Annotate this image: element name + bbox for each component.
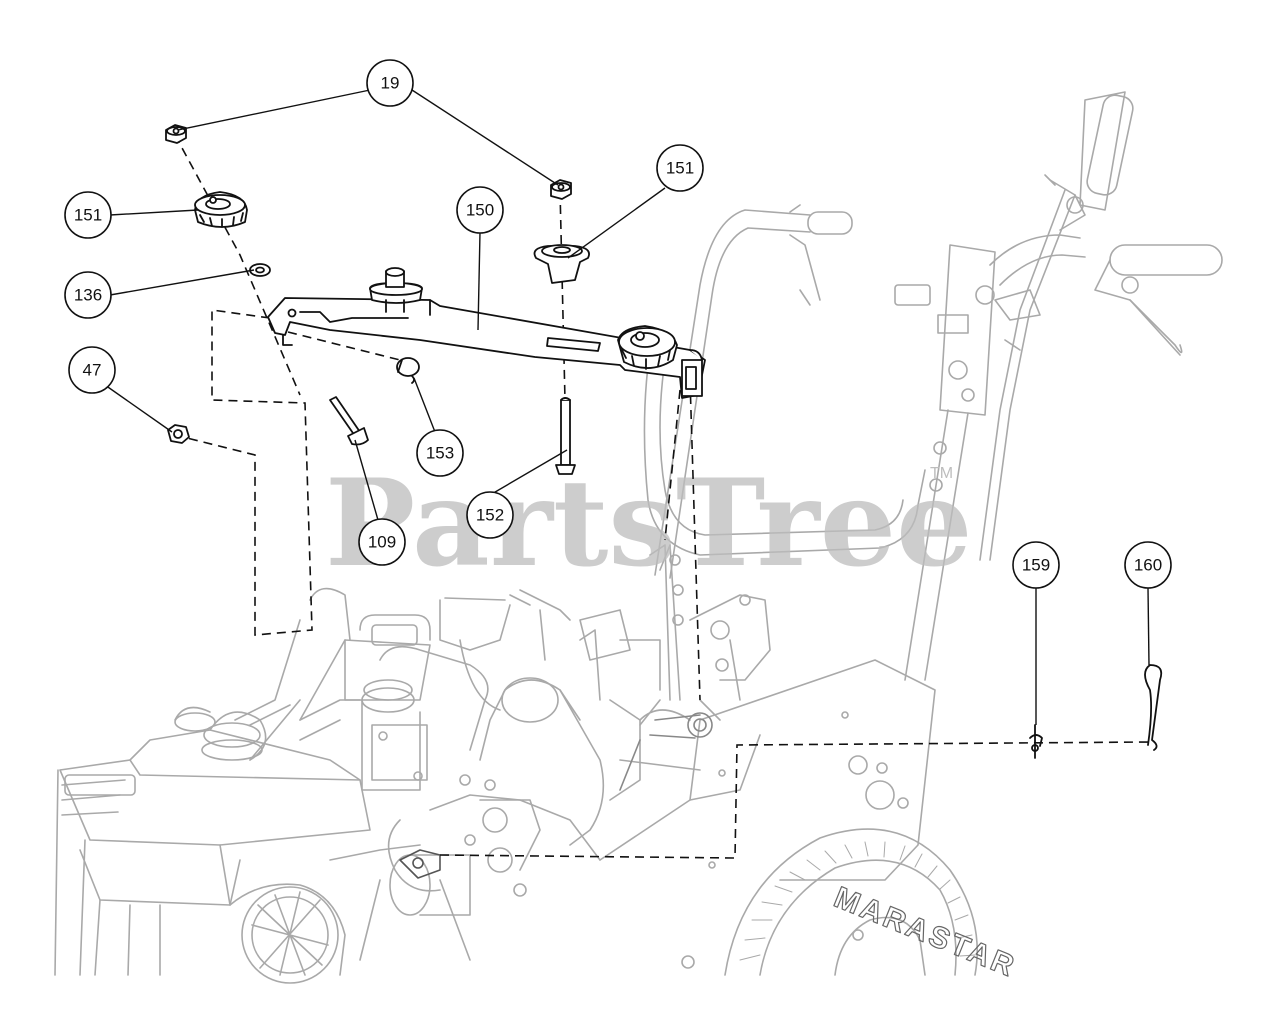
tab-with-bolt (399, 849, 441, 879)
callout-circle (68, 346, 116, 394)
callout-circle (64, 271, 112, 319)
side-plate (599, 659, 936, 881)
callout-circle (1012, 541, 1060, 589)
nut-47 (167, 424, 190, 444)
assembly-line-pin (287, 331, 401, 361)
callout-circle (466, 491, 514, 539)
assembly-line-right-nut (559, 189, 566, 401)
callouts: 19 151 151 150 136 47 153 152 109 159 160 (64, 59, 1172, 589)
callout-159: 159 (1012, 541, 1060, 589)
callout-label: 160 (1134, 556, 1162, 575)
nut-left (165, 124, 187, 144)
knob-left (194, 191, 248, 228)
callout-circle (416, 429, 464, 477)
control-panel-plate (894, 244, 996, 492)
handlebar-frame (643, 204, 926, 579)
callout-label: 159 (1022, 556, 1050, 575)
callout-circle (456, 186, 504, 234)
frame-tube (904, 289, 1041, 681)
callout-109: 109 (358, 518, 406, 566)
clip-159 (1029, 724, 1043, 759)
callout-label: 150 (466, 201, 494, 220)
callout-circle (366, 59, 414, 107)
bracket-150 (267, 267, 706, 399)
callout-label: 151 (666, 159, 694, 178)
callout-label: 109 (368, 533, 396, 552)
assembly-line-lower (439, 741, 1151, 859)
callout-19: 19 (366, 59, 414, 107)
callout-label: 47 (83, 361, 102, 380)
callout-151: 151 (64, 191, 112, 239)
engine (54, 706, 371, 984)
watermark-text: PartsTree (325, 453, 972, 594)
callout-47: 47 (68, 346, 116, 394)
clip-160 (1144, 664, 1163, 751)
callout-160: 160 (1124, 541, 1172, 589)
callout-136: 136 (64, 271, 112, 319)
transmission (234, 544, 771, 961)
callout-circle (64, 191, 112, 239)
callout-label: 19 (381, 74, 400, 93)
callout-151: 151 (656, 144, 704, 192)
watermark-tm: TM (930, 465, 953, 482)
bolt-152 (555, 397, 576, 475)
callout-label: 153 (426, 444, 454, 463)
pin-153 (396, 357, 420, 384)
watermark: PartsTree TM (325, 453, 972, 594)
upper-handlebar (979, 91, 1223, 561)
callout-label: 152 (476, 506, 504, 525)
assembly-line-handle-2 (664, 389, 681, 541)
callout-150: 150 (456, 186, 504, 234)
callout-152: 152 (466, 491, 514, 539)
callout-circle (358, 518, 406, 566)
assembly-line-handle (689, 379, 701, 701)
callout-label: 136 (74, 286, 102, 305)
tire-brand-text: MARASTAR (829, 881, 1021, 984)
callout-circle (656, 144, 704, 192)
assembly-lines (174, 134, 1151, 859)
assembly-line-bracket (174, 309, 313, 636)
wheel-tire: MARASTAR (681, 828, 1022, 985)
callout-label: 151 (74, 206, 102, 225)
parts (165, 124, 1163, 759)
pivot-bolt (619, 712, 713, 791)
nut-right (550, 179, 572, 200)
leader-lines (104, 89, 1150, 725)
callout-153: 153 (416, 429, 464, 477)
bolt-109 (329, 396, 369, 446)
knob-right (533, 244, 590, 284)
callout-circle (1124, 541, 1172, 589)
assembly-line-left-nut (174, 134, 301, 396)
tire-tread (739, 841, 976, 961)
